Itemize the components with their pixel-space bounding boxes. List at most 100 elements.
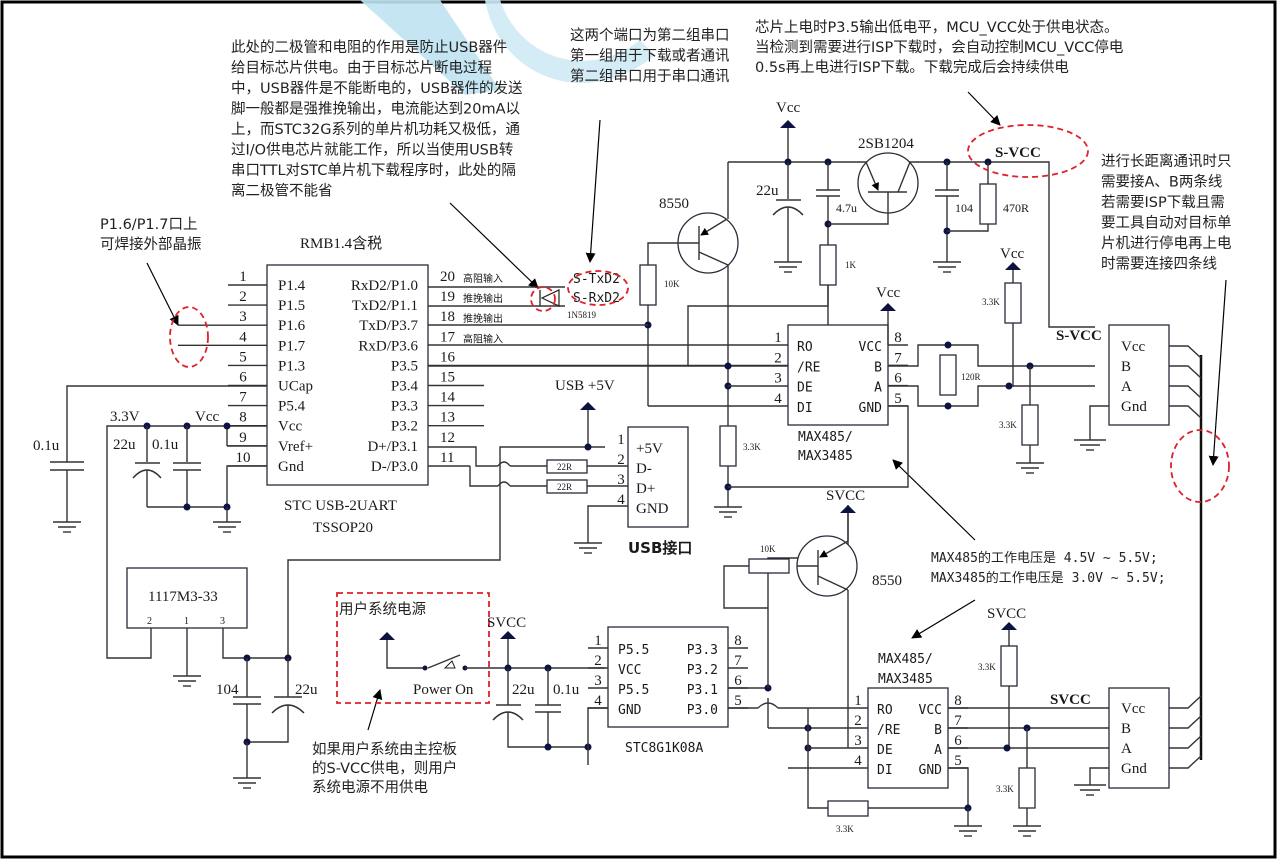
res-1k-label: 1K [845,260,857,270]
pin-number: 8 [239,410,247,426]
stc-cap-22u-label: 22u [512,682,535,698]
note-line: 片机进行停电再上电 [1101,235,1232,252]
note-line: 中，USB器件是不能断电的，USB器件的发送 [231,80,523,97]
pin-number: 1 [239,269,247,285]
pin-name: GND [919,763,943,778]
res-33k-pullup-label: 3.3K [982,297,1000,307]
note-line: MAX3485的工作电压是 3.0V ~ 5.5V; [931,570,1166,586]
pin-number: 3 [617,472,625,488]
user-power-label: 用户系统电源 [339,601,426,618]
stc8g-name: STC8G1K08A [625,741,703,756]
pin-number: 20 [440,269,455,285]
pin-number: 14 [440,390,456,406]
pin-name: B [1121,359,1131,375]
pin-name: P3.0 [687,703,718,718]
pin-name: B [934,723,942,738]
res-33k-bottom-label: 3.3K [836,824,854,834]
pin-name: UCap [278,379,313,395]
pin-number: 17 [440,329,456,345]
note-line: 如果用户系统由主控板 [312,740,457,758]
chip-package: TSSOP20 [313,520,373,536]
long-note-arrow [1208,279,1227,466]
note-line: 脚一般都是强推挽输出，电流能达到20mA以 [231,101,520,118]
note-line: P1.6/P1.7口上 [100,216,198,233]
note-line: 芯片上电时P3.5输出低电平，MCU_VCC处于供电状态。 [755,19,1118,36]
user-note-arrow [367,689,383,731]
diode-note-arrow [449,202,539,289]
pin-name: P5.5 [618,643,649,658]
pin-number: 2 [854,713,862,729]
pin-number: 2 [617,452,625,468]
res-33k-b-pulldown-label: 3.3K [996,784,1014,794]
usb-connector-title: USB接口 [628,539,692,557]
bottom-transistor: SVCC 10K 8550 [723,488,902,748]
pin-name: GND [859,401,883,416]
s-txd2-label: S-TxD2 [573,272,620,287]
res-10k-bottom-label: 10K [760,544,776,554]
max485-top-title: MAX485/ [798,430,853,445]
q-8550-bottom-label: 8550 [872,573,902,589]
pin-name: VCC [859,340,882,355]
pin-name: P1.4 [278,278,306,294]
pin-number: 1 [854,693,862,709]
pin-mode: 高阻输入 [463,272,503,285]
pin-mode: 推挽输出 [463,292,503,305]
vcc-pullup-label: Vcc [1000,246,1024,262]
pin-name: DI [797,401,813,416]
pin-number: 3 [854,733,862,749]
pin-name: Vcc [1121,701,1145,717]
note-line: 过I/O供电芯片就能工作，所以当使用USB转 [231,142,513,159]
crystal-note-arrow [146,262,179,326]
note-line: 时需要连接四条线 [1101,256,1217,273]
pin-number: 2 [774,350,782,366]
label-vcc-pin8: Vcc [195,409,219,425]
pin-name: Vcc [1121,339,1145,355]
pin-name: DE [797,381,813,396]
pin-name: /RE [797,360,820,375]
pin-number: 4 [774,391,782,407]
pin-number: 3 [774,371,782,387]
pin-name: P1.7 [278,338,306,354]
note-line: 此处的二极管和电阻的作用是防止USB器件 [231,39,507,56]
s-vcc-conn-label: S-VCC [1056,328,1102,344]
res-120r-label: 120R [961,372,981,382]
pin-name: RO [797,340,813,355]
note-line: 的S-VCC供电，则用户 [312,760,457,777]
pin-number: 7 [239,390,247,406]
pin-name: A [1121,379,1132,395]
vcc-top-label: Vcc [776,100,800,116]
svcc-pullup-label: SVCC [987,606,1026,622]
pin-name: P3.3 [687,643,718,658]
vcc-decoupling: 3.3V Vcc 22u 0.1u [106,409,267,627]
pin-number: 6 [734,673,742,689]
cap-01u-label: 0.1u [152,437,179,453]
pin-number: 10 [236,450,251,466]
ucap-label: 0.1u [33,438,60,454]
s-rxd2-label: S-RxD2 [573,291,620,306]
chip-price: RMB1.4含税 [300,235,382,252]
note-line: 这两个端口为第二组串口 [570,26,730,44]
pin-number: 7 [734,653,742,669]
ldo-regulator: 1117M3-33 2 1 3 104 22u [106,446,605,789]
note-line: 给目标芯片供电。由于目标芯片断电过程 [231,60,492,77]
res-33k-pulldown-label: 3.3K [999,420,1017,430]
pin-number: 4 [617,492,625,508]
pin-name: P5.5 [618,683,649,698]
pin-number: 13 [440,410,455,426]
pin-name: P3.2 [687,663,718,678]
res-22r-label: 22R [557,462,572,472]
cap-104-top-label: 104 [955,201,973,215]
ldo-pin: 2 [147,616,152,627]
pin-name: /RE [877,723,900,738]
pin-name: P3.4 [391,379,419,395]
pin-number: 2 [239,289,247,305]
pin-number: 3 [239,309,247,325]
pin-name: P1.3 [278,358,305,374]
pin-mode: 高阻输入 [463,332,503,345]
note-line: 当检测到需要进行ISP下载时，会自动控制MCU_VCC停电 [755,39,1123,56]
usb-uart-chip: RMB1.4含税 1P1.42P1.53P1.64P1.75P1.36UCap7… [178,235,788,536]
pin-name: VCC [919,703,942,718]
